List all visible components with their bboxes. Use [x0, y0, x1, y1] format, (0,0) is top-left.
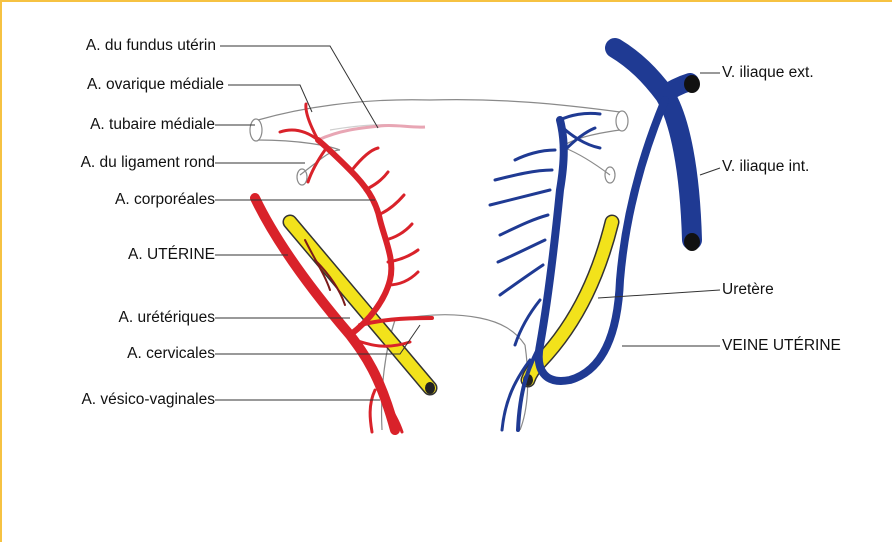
label-tubaire: A. tubaire médiale	[90, 116, 215, 134]
venous-tree	[490, 48, 692, 430]
left-ureter	[290, 222, 435, 394]
label-uterine: A. UTÉRINE	[128, 246, 215, 264]
label-vesico: A. vésico-vaginales	[81, 391, 215, 409]
label-iliaque-int: V. iliaque int.	[722, 158, 809, 176]
vein-cut-end-ext	[684, 75, 700, 93]
label-veine-uterine: VEINE UTÉRINE	[722, 337, 841, 355]
label-uretere: Uretère	[722, 281, 774, 299]
label-corporeales: A. corporéales	[115, 191, 215, 209]
label-iliaque-ext: V. iliaque ext.	[722, 64, 814, 82]
label-fundus: A. du fundus utérin	[86, 37, 216, 55]
fundus-artery	[318, 125, 425, 140]
label-ovarique: A. ovarique médiale	[87, 76, 224, 94]
label-cervicales: A. cervicales	[127, 345, 215, 363]
label-ureteriques: A. urétériques	[119, 309, 216, 327]
arterial-tree	[255, 104, 432, 432]
vein-cut-end-int	[684, 233, 700, 251]
label-ligament: A. du ligament rond	[81, 154, 215, 172]
